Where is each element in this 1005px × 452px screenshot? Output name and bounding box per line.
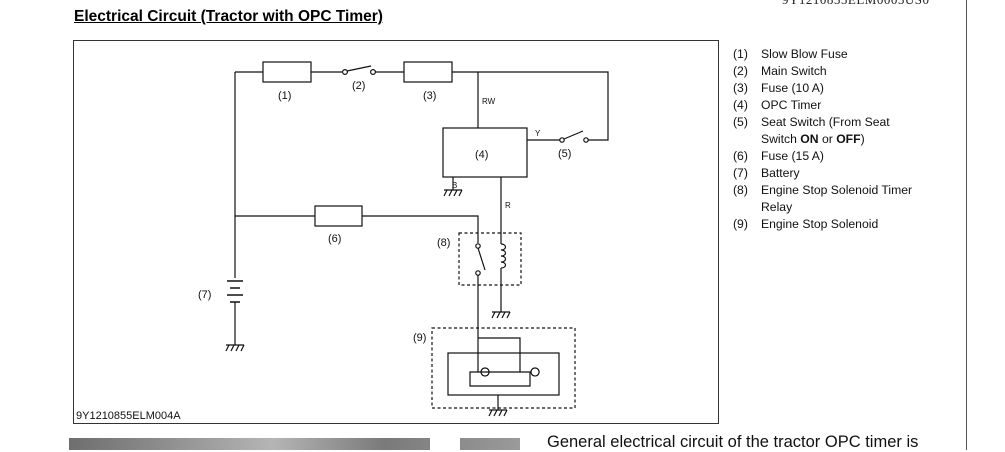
seat-switch-symbol	[563, 130, 584, 140]
page-margin-rule	[966, 0, 967, 450]
diagram-frame	[73, 40, 719, 424]
fuse-10a-symbol	[403, 61, 453, 83]
section-divider-band	[69, 438, 520, 450]
label-main-switch: (2)	[352, 80, 365, 92]
wire-top-right	[452, 71, 609, 135]
wire-label-rw: RW	[482, 97, 496, 106]
relay-coil-symbol	[500, 243, 507, 269]
section-title: Electrical Circuit (Tractor with OPC Tim…	[74, 8, 383, 25]
label-solenoid: (9)	[413, 332, 426, 344]
label-slow-blow-fuse: (1)	[278, 90, 291, 102]
label-fuse-10a: (3)	[423, 90, 436, 102]
solenoid-dashed-box	[431, 327, 576, 409]
legend-item: (7)Battery	[733, 166, 800, 180]
label-battery: (7)	[198, 289, 211, 301]
label-fuse-15a: (6)	[328, 233, 341, 245]
legend-item: (2)Main Switch	[733, 64, 827, 78]
component-legend: (1)Slow Blow Fuse (2)Main Switch (3)Fuse…	[733, 46, 963, 233]
solenoid-coil-right	[530, 367, 540, 377]
legend-item: (1)Slow Blow Fuse	[733, 47, 848, 61]
solenoid-body	[447, 352, 560, 396]
fuse-15a-symbol	[314, 205, 363, 227]
section-divider-gap	[430, 438, 460, 450]
legend-item: (6)Fuse (15 A)	[733, 149, 824, 163]
legend-item: (9)Engine Stop Solenoid	[733, 217, 879, 231]
relay-contact-symbol	[477, 247, 486, 271]
main-switch-symbol	[346, 65, 372, 72]
battery-symbol	[227, 280, 243, 303]
wire-label-y: Y	[535, 129, 541, 138]
wire-label-b: B	[452, 181, 457, 190]
wire-label-r: R	[505, 201, 511, 210]
body-paragraph: General electrical circuit of the tracto…	[547, 433, 919, 451]
figure-code: 9Y1210855ELM004A	[76, 410, 181, 422]
slow-blow-fuse-symbol	[262, 61, 312, 83]
label-seat-switch: (5)	[558, 148, 571, 160]
document-code-top: 9Y1210855ELM0005US0	[782, 0, 929, 8]
opc-timer-box	[442, 127, 528, 178]
legend-item: (4)OPC Timer	[733, 98, 822, 112]
legend-item: (3)Fuse (10 A)	[733, 81, 824, 95]
solenoid-coil-left	[480, 367, 490, 377]
label-opc-timer: (4)	[475, 149, 488, 161]
relay-dashed-box	[458, 232, 522, 286]
label-relay: (8)	[437, 237, 450, 249]
